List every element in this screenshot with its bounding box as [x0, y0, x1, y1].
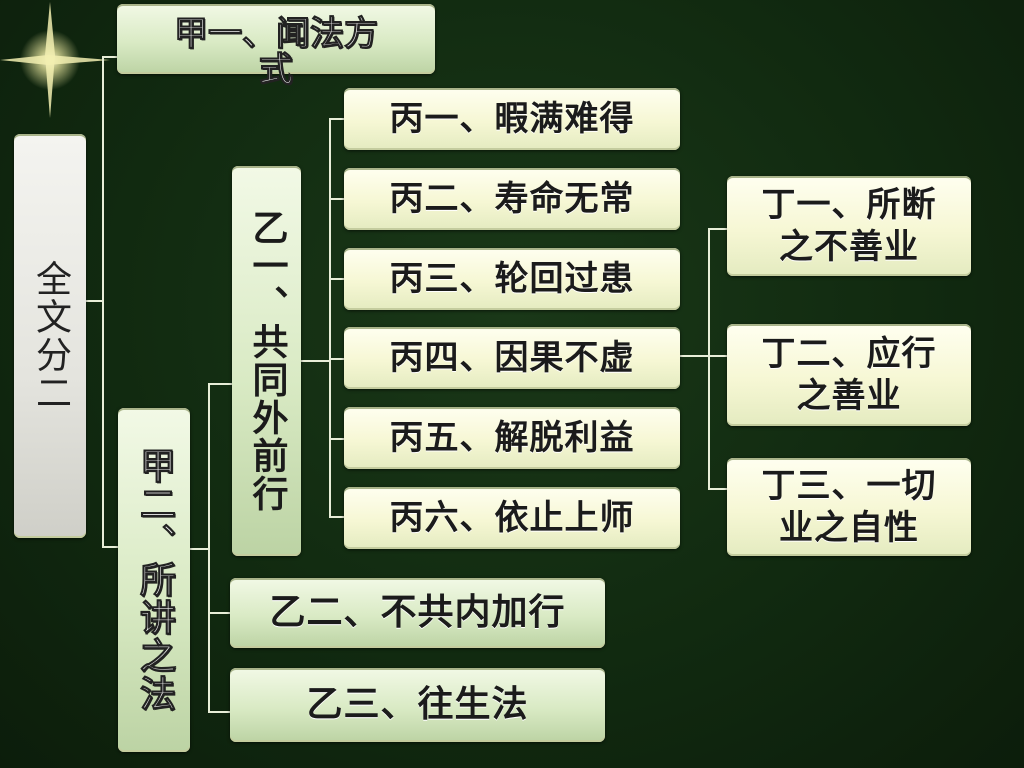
branch-1-label: 甲一、闻法方式 [174, 14, 379, 90]
connector-to-bing-3 [329, 278, 345, 280]
root-node: 全文分二 [14, 134, 86, 538]
branch-1-node: 甲一、闻法方式 [117, 4, 435, 89]
connector-to-bing-1 [329, 118, 345, 120]
connector-to-yi-3 [208, 711, 230, 713]
bing-5-node: 丙五、解脱利益 [344, 407, 680, 469]
connector-to-ding-1 [708, 228, 728, 230]
branch-2-label: 甲二、所讲之法 [134, 447, 176, 714]
connector-to-branch-2 [102, 546, 118, 548]
yi-1-node: 乙一、共同外前行 [232, 166, 301, 556]
connector-bing4-trunk [680, 355, 710, 357]
yi-2-node: 乙二、不共内加行 [230, 578, 605, 648]
bing-6-label: 丙六、依止上师 [389, 498, 635, 538]
connector-root-vertical [102, 56, 104, 548]
bing-2-label: 丙二、寿命无常 [389, 179, 635, 219]
ding-1-label: 丁一、所断之不善业 [761, 185, 937, 267]
ding-3-label: 丁三、一切业之自性 [761, 466, 937, 548]
yi-2-label: 乙二、不共内加行 [269, 592, 566, 633]
bing-3-node: 丙三、轮回过患 [344, 248, 680, 310]
connector-to-bing-6 [329, 516, 345, 518]
connector-to-yi-2 [208, 612, 230, 614]
bing-4-node: 丙四、因果不虚 [344, 327, 680, 389]
connector-branch2-vertical [208, 383, 210, 713]
ding-2-label: 丁二、应行之善业 [761, 334, 937, 416]
connector-to-bing-5 [329, 438, 345, 440]
bing-5-label: 丙五、解脱利益 [389, 418, 635, 458]
connector-bing4-vertical [708, 228, 710, 490]
yi-3-node: 乙三、往生法 [230, 668, 605, 742]
connector-to-yi-1 [208, 383, 232, 385]
bing-4-label: 丙四、因果不虚 [389, 338, 635, 378]
connector-to-bing-4 [329, 358, 345, 360]
yi-1-label: 乙一、共同外前行 [246, 209, 288, 513]
bing-1-node: 丙一、暇满难得 [344, 88, 680, 150]
connector-to-bing-2 [329, 198, 345, 200]
connector-to-ding-2 [708, 355, 728, 357]
connector-root-trunk [86, 300, 104, 302]
branch-2-node: 甲二、所讲之法 [118, 408, 190, 752]
connector-to-branch-1 [102, 56, 118, 58]
ding-2-node: 丁二、应行之善业 [727, 324, 971, 426]
ding-3-node: 丁三、一切业之自性 [727, 458, 971, 556]
ding-1-node: 丁一、所断之不善业 [727, 176, 971, 276]
root-node-label: 全文分二 [30, 260, 71, 412]
sparkle-star-icon [0, 2, 110, 118]
yi-3-label: 乙三、往生法 [306, 684, 529, 725]
connector-yi1-vertical [329, 118, 331, 518]
bing-6-node: 丙六、依止上师 [344, 487, 680, 549]
bing-2-node: 丙二、寿命无常 [344, 168, 680, 230]
connector-yi1-trunk [301, 360, 331, 362]
connector-to-ding-3 [708, 488, 728, 490]
bing-1-label: 丙一、暇满难得 [389, 99, 635, 139]
connector-branch2-trunk [190, 548, 210, 550]
bing-3-label: 丙三、轮回过患 [389, 259, 635, 299]
